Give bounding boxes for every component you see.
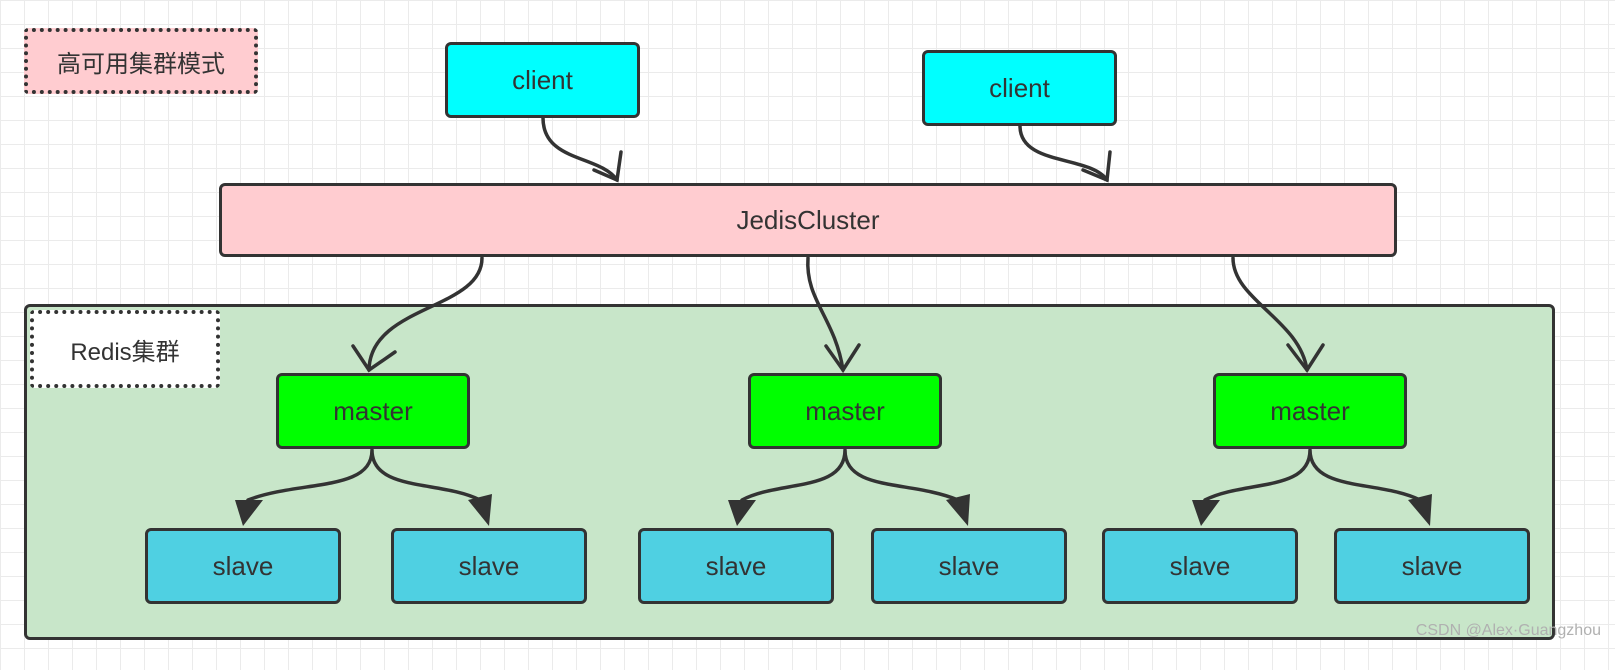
arrow-jedis-master3-head: [1286, 343, 1325, 374]
arrow-jedis-master3: [1231, 256, 1309, 372]
slave-node-2: slave: [391, 528, 587, 604]
arrow-jedis-master1: [367, 256, 484, 372]
client-node-2: client: [922, 50, 1117, 126]
arrow-jedis-master2-head: [824, 343, 861, 374]
arrow-master3-slaves: [1203, 448, 1422, 502]
csdn-watermark: CSDN @Alex·Guangzhou: [1415, 622, 1601, 639]
arrow-master2-slaves: [740, 448, 960, 502]
arrow-client2-head: [1081, 150, 1112, 183]
slave-node-4: slave: [871, 528, 1067, 604]
mode-title-label: 高可用集群模式: [24, 28, 258, 94]
slave-node-6: slave: [1334, 528, 1530, 604]
arrow-client2-jedis: [1018, 124, 1109, 182]
slave-node-5: slave: [1102, 528, 1298, 604]
slave-node-3: slave: [638, 528, 834, 604]
arrow-client1-jedis: [541, 116, 619, 182]
arrowhead-slave4: [946, 494, 970, 526]
arrow-jedis-master2: [806, 256, 845, 372]
client-node-1: client: [445, 42, 640, 118]
redis-cluster-label: Redis集群: [30, 310, 220, 388]
arrowhead-slave1: [235, 500, 263, 526]
arrowhead-slave5: [1192, 500, 1220, 526]
arrow-jedis-master1-head: [351, 344, 397, 373]
master-node-3: master: [1213, 373, 1407, 449]
master-node-1: master: [276, 373, 470, 449]
arrowhead-slave2: [468, 494, 492, 526]
master-node-2: master: [748, 373, 942, 449]
slave-node-1: slave: [145, 528, 341, 604]
arrow-client1-head: [592, 150, 623, 183]
jedis-cluster-node: JedisCluster: [219, 183, 1397, 257]
arrow-master1-slaves: [246, 448, 482, 502]
arrowhead-slave6: [1408, 494, 1432, 526]
arrowhead-slave3: [728, 500, 756, 526]
